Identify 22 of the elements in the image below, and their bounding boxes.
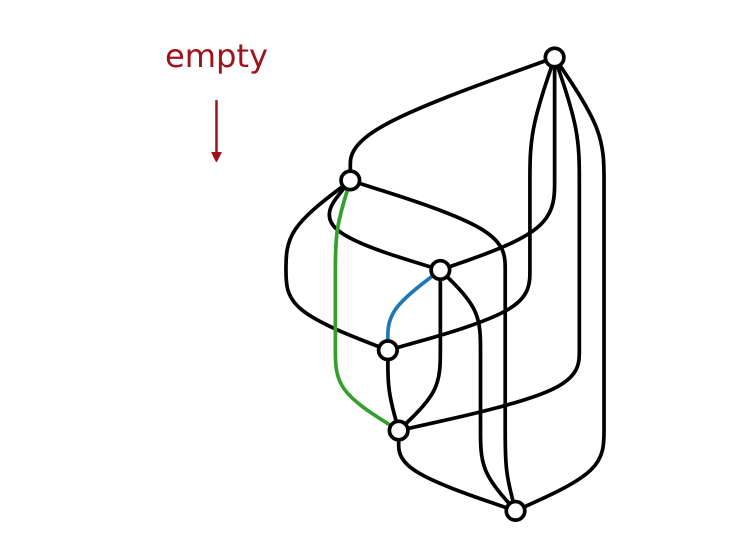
graph-edge: [328, 186, 432, 269]
vertex-circle: [429, 258, 452, 282]
leader-arrow: [211, 100, 222, 162]
graph-edge: [386, 360, 398, 422]
graph-edge: [396, 66, 554, 350]
graph-edge: [396, 440, 508, 510]
vertex-circle: [376, 339, 400, 362]
graph-edge: [404, 279, 442, 426]
graph-edge: [523, 64, 606, 509]
graph-edge: [407, 66, 582, 430]
graph-edge: [446, 275, 511, 506]
graph-edge: [386, 274, 434, 341]
vertex-circle: [388, 419, 410, 442]
graph-edge: [358, 181, 516, 502]
graph-edge: [334, 188, 392, 428]
vertex-circle: [544, 46, 566, 69]
graph-edge: [284, 184, 380, 349]
text-label: empty: [164, 38, 268, 76]
vertex-circle: [339, 169, 362, 192]
graph-edge: [348, 58, 547, 172]
graph-edge: [448, 66, 556, 269]
vertex-circle: [504, 500, 527, 522]
